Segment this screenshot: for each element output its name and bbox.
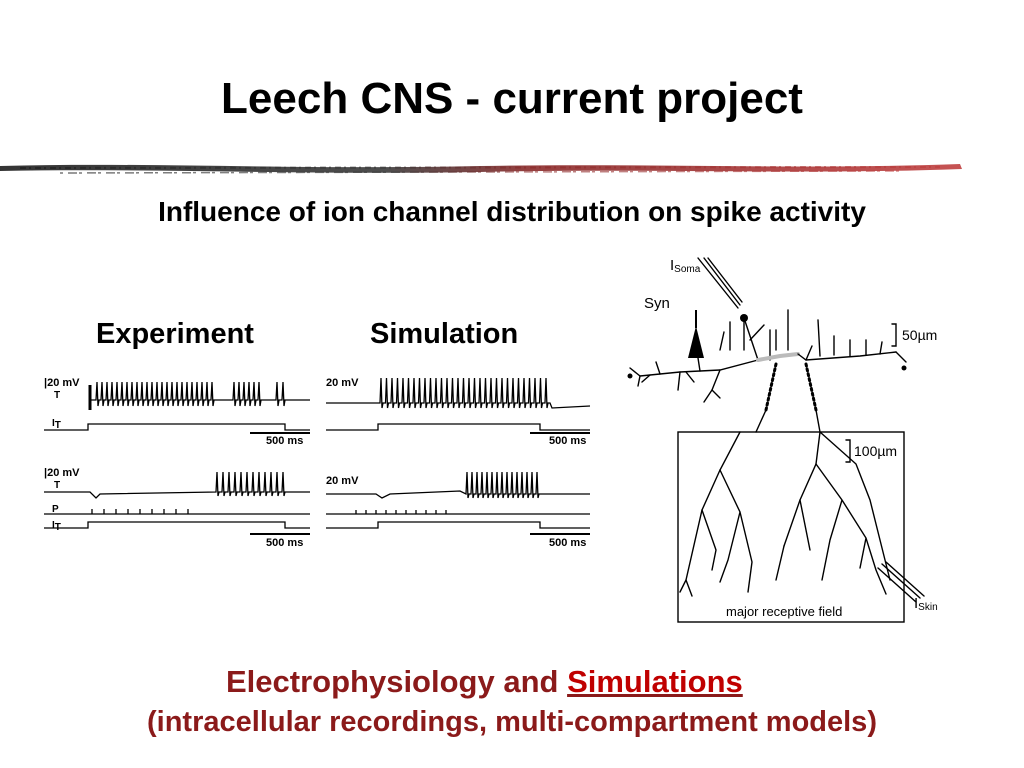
sim-top-current-trace xyxy=(326,423,590,431)
synapse-icon xyxy=(688,326,704,358)
exp-bottom-current-label: IT xyxy=(52,520,61,533)
sim-top-voltage-trace xyxy=(326,377,591,409)
sim-bottom-current-trace xyxy=(326,521,590,529)
exp-bottom-time-scale: 500 ms xyxy=(266,537,303,549)
exp-top-time-scale: 500 ms xyxy=(266,435,303,447)
soma-current-label: ISoma xyxy=(670,257,701,275)
trace-panel: |20 mV T IT 500 ms 20 mV 500 ms |20 mV T… xyxy=(44,377,591,549)
exp-top-voltage-scale: |20 mV xyxy=(44,377,80,389)
scale-large-label: 100µm xyxy=(854,443,897,459)
slide-subtitle: Influence of ion channel distribution on… xyxy=(158,196,866,227)
neuron-diagram: ISoma Syn 50µm 100µm major receptive fie… xyxy=(627,257,938,623)
synapse-label: Syn xyxy=(644,295,670,312)
exp-bottom-pressure-label: P xyxy=(52,504,59,515)
receptive-field-box xyxy=(677,431,905,623)
exp-top-current-trace xyxy=(44,423,310,431)
sim-bottom-time-scale: 500 ms xyxy=(549,537,586,549)
exp-bottom-current-trace xyxy=(44,521,310,529)
scale-small-label: 50µm xyxy=(902,327,937,343)
sim-bottom-voltage-trace xyxy=(326,471,590,499)
footer-line-1: Electrophysiology and Simulations xyxy=(226,664,743,700)
sim-top-voltage-scale: 20 mV xyxy=(326,377,359,389)
exp-top-current-label: IT xyxy=(52,418,61,431)
scale-bar-large xyxy=(845,439,851,463)
exp-bottom-voltage-trace xyxy=(44,471,310,499)
receptive-field-label: major receptive field xyxy=(726,604,842,619)
slide-title: Leech CNS - current project xyxy=(221,74,803,123)
sim-top-time-scale: 500 ms xyxy=(549,435,586,447)
sim-bottom-pressure-trace xyxy=(326,510,590,515)
sim-bottom-voltage-scale: 20 mV xyxy=(326,475,359,487)
experiment-heading: Experiment xyxy=(96,318,254,350)
scale-bar-small xyxy=(891,323,897,347)
exp-top-voltage-trace xyxy=(90,381,310,407)
footer-line-2: (intracellular recordings, multi-compart… xyxy=(147,706,877,738)
exp-bottom-voltage-scale: |20 mV xyxy=(44,467,80,479)
soma-electrode xyxy=(697,257,743,309)
simulation-heading: Simulation xyxy=(370,318,519,350)
soma-dot xyxy=(740,314,748,322)
skin-current-label: ISkin xyxy=(914,595,938,613)
footer-emphasis-text: Simulations xyxy=(567,664,743,699)
footer-plain-text: Electrophysiology and xyxy=(226,664,559,699)
exp-bottom-pressure-trace xyxy=(44,509,310,515)
exp-top-voltage-label: T xyxy=(54,390,60,401)
skin-electrode xyxy=(877,561,925,603)
brush-divider xyxy=(0,164,962,174)
exp-bottom-voltage-label: T xyxy=(54,480,60,491)
